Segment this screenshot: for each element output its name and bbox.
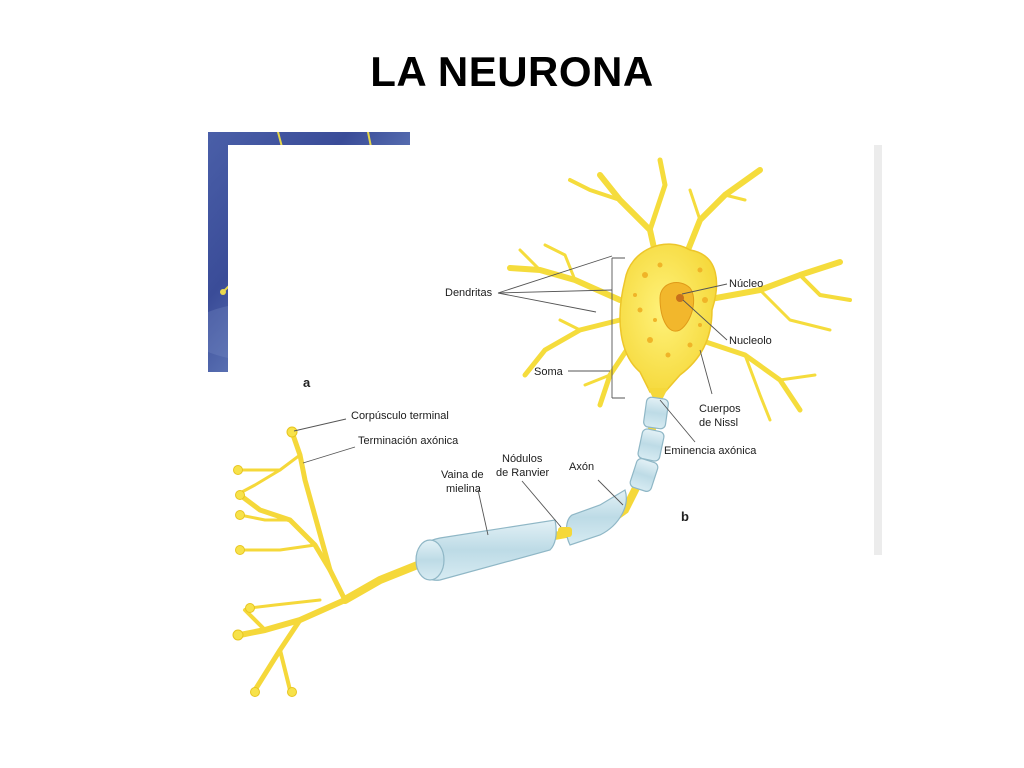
slide-title: LA NEURONA [370, 48, 654, 95]
label-nucleo: Núcleo [729, 278, 763, 290]
label-vaina-mielina-1: Vaina de [441, 469, 484, 481]
label-corpusculo-terminal: Corpúsculo terminal [351, 410, 449, 422]
label-nucleolo: Nucleolo [729, 335, 772, 347]
label-soma: Soma [534, 366, 564, 378]
label-dendritas: Dendritas [445, 287, 493, 299]
label-cuerpos-nissl-2: de Nissl [699, 417, 738, 429]
myelin-sheath [415, 396, 669, 581]
label-cuerpos-nissl-1: Cuerpos [699, 403, 741, 415]
label-nodulos-ranvier-2: de Ranvier [496, 467, 550, 479]
figure-b-panel [228, 145, 876, 700]
ranvier-nodes [558, 527, 572, 537]
axon-terminals [236, 429, 348, 693]
label-eminencia-axonica: Eminencia axónica [664, 445, 757, 457]
panel-label-b: b [681, 509, 689, 524]
label-nodulos-ranvier-1: Nódulos [502, 453, 543, 465]
terminal-boutons [232, 426, 298, 697]
label-terminacion-axonica: Terminación axónica [358, 435, 459, 447]
nucleolus [676, 294, 684, 302]
page-edge [874, 145, 882, 555]
leader-lines [293, 255, 728, 536]
dendrites [507, 157, 852, 422]
label-vaina-mielina-2: mielina [446, 483, 482, 495]
label-axon: Axón [569, 461, 594, 473]
nissl-bodies [633, 262, 708, 358]
nucleus [659, 282, 695, 332]
panel-label-a: a [303, 375, 311, 390]
